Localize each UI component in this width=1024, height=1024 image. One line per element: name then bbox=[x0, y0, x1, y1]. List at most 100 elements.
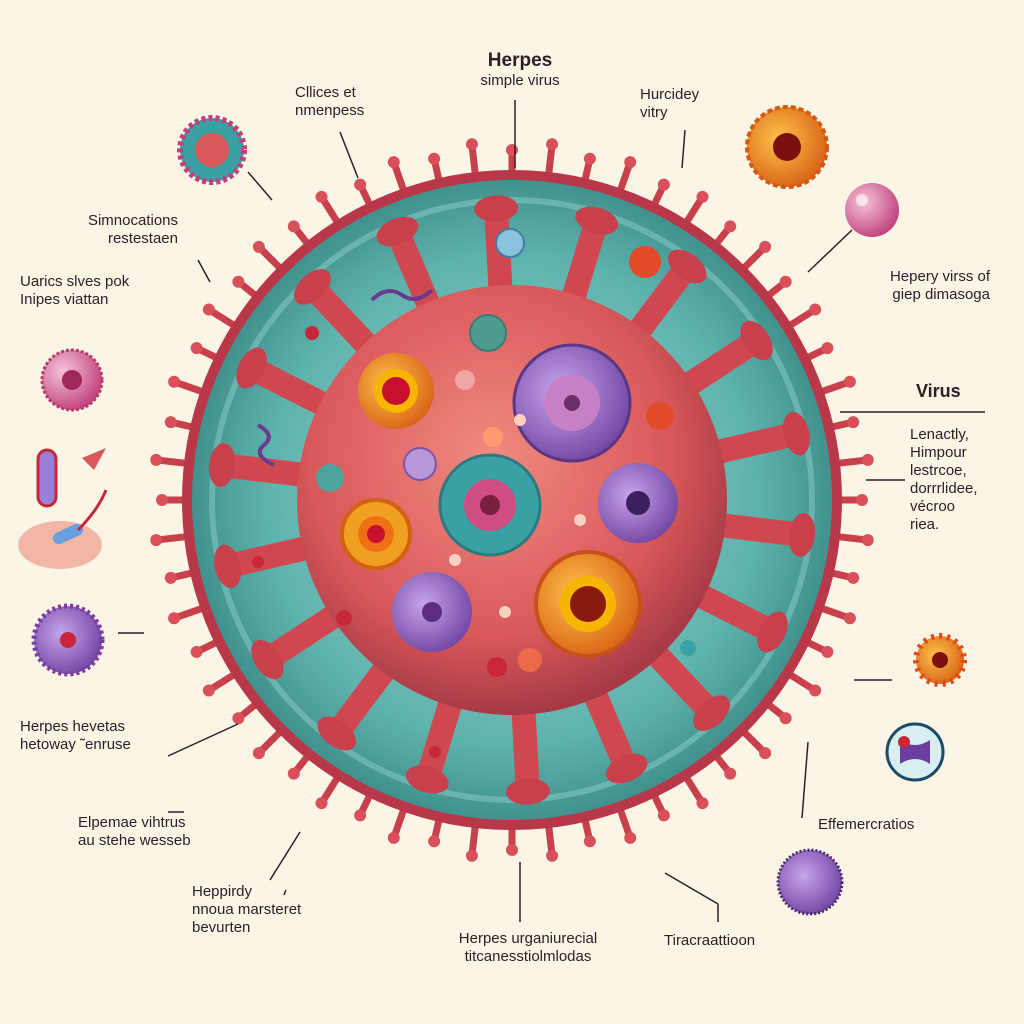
rim-spike-cap bbox=[759, 240, 772, 253]
label-left-1: Simnocations restestaen bbox=[87, 212, 178, 247]
rim-spike-cap bbox=[428, 152, 441, 165]
rim-spike-cap bbox=[465, 849, 478, 862]
capsid-arm-tip bbox=[376, 216, 419, 247]
rim-spike-cap bbox=[190, 342, 203, 355]
rim-spike-cap bbox=[624, 831, 637, 844]
pink-cell-icon bbox=[40, 348, 104, 412]
rim-spike-cap bbox=[315, 797, 328, 810]
rim-spike-cap bbox=[164, 416, 177, 429]
rim-spike-cap bbox=[856, 494, 868, 506]
capsid-arm-tip bbox=[667, 249, 707, 284]
envelope-inclusions bbox=[252, 228, 696, 758]
rim-spike-cap bbox=[779, 275, 792, 288]
rim-spike-cap bbox=[252, 747, 265, 760]
rim-spike-cap bbox=[168, 375, 181, 388]
rim-spike-cap bbox=[315, 190, 328, 203]
rim-spike-cap bbox=[809, 684, 822, 697]
capsid-arm-tip bbox=[505, 778, 550, 805]
capsid-arm-tip bbox=[405, 765, 449, 794]
pathogen-icon bbox=[913, 633, 967, 687]
label-right-list: Lenactly, Himpour lestrcoe, dorrrlidee, … bbox=[910, 426, 978, 533]
capsid-arm-tip bbox=[294, 269, 331, 305]
rim-spike-cap bbox=[546, 849, 559, 862]
capsid-arm-tip bbox=[782, 412, 810, 456]
label-virus: Virus bbox=[916, 381, 961, 401]
rim-spike-cap bbox=[465, 138, 478, 151]
rim-spike-cap bbox=[624, 156, 637, 169]
label-left-4: Elpemae vihtrus au stehe wesseb bbox=[78, 814, 191, 849]
rim-spike-cap bbox=[150, 453, 163, 466]
rim-spike-cap bbox=[843, 375, 856, 388]
rim-spike-cap bbox=[354, 178, 367, 191]
rim-spike-cap bbox=[843, 612, 856, 625]
rim-spike-cap bbox=[861, 534, 874, 547]
rim-spike-cap bbox=[190, 645, 203, 658]
capsid-arm-tip bbox=[740, 320, 773, 361]
envelope-spikes bbox=[150, 138, 874, 862]
rim-spike-cap bbox=[583, 835, 596, 848]
rim-spike-cap bbox=[696, 797, 709, 810]
rim-spike-cap bbox=[232, 712, 245, 725]
rim-spike-cap bbox=[809, 303, 822, 316]
label-left-3: Herpes hevetas hetoway ˜enruse bbox=[20, 718, 131, 753]
rim-spike-cap bbox=[156, 494, 168, 506]
rim-spike-cap bbox=[428, 835, 441, 848]
rim-spike-cap bbox=[724, 767, 737, 780]
rim-spike-cap bbox=[847, 416, 860, 429]
rim-spike-cap bbox=[232, 275, 245, 288]
rim-spike-cap bbox=[287, 767, 300, 780]
capsule-icon bbox=[18, 448, 108, 569]
sphere-icon bbox=[845, 183, 899, 237]
capsid-arm-tip bbox=[474, 195, 519, 222]
virus-particle-icon bbox=[177, 115, 247, 185]
small-purple-icon bbox=[776, 848, 844, 916]
rim-spike-cap bbox=[387, 156, 400, 169]
diagram-title: Herpes simple virus bbox=[480, 50, 560, 89]
capsid-arm-tip bbox=[693, 695, 730, 731]
capsid-arm-tip bbox=[317, 716, 357, 751]
label-right-2: Effemercratios bbox=[818, 816, 915, 833]
rim-spike-cap bbox=[546, 138, 559, 151]
rim-spike-cap bbox=[506, 144, 518, 156]
capsid-arm-tip bbox=[214, 544, 242, 588]
label-top-right: Hurcidey vitry bbox=[640, 86, 700, 121]
orange-virus-icon bbox=[745, 105, 829, 189]
rim-spike-cap bbox=[583, 152, 596, 165]
rim-spike-cap bbox=[847, 571, 860, 584]
leader-lines bbox=[118, 100, 985, 922]
rim-spike-cap bbox=[168, 612, 181, 625]
label-bottom-left: Heppirdy nnoua marsteret bevurten bbox=[192, 883, 302, 936]
split-cell-icon bbox=[885, 722, 945, 782]
purple-virus-icon bbox=[31, 603, 105, 677]
rim-spike-cap bbox=[696, 190, 709, 203]
rim-spike-cap bbox=[821, 342, 834, 355]
rim-spike-cap bbox=[164, 571, 177, 584]
capsid-arm-tip bbox=[236, 347, 267, 389]
capsid-arm-tip bbox=[208, 443, 236, 487]
rim-spike-cap bbox=[759, 747, 772, 760]
rim-spike-cap bbox=[150, 534, 163, 547]
label-right-1: Hepery virss of giep dimasoga bbox=[889, 268, 990, 303]
rim-spike-cap bbox=[821, 645, 834, 658]
label-top-left: Cllices et nmenpess bbox=[295, 84, 365, 119]
label-left-2: Uarics slves pok Inipes viattan bbox=[20, 273, 130, 308]
rim-spike-cap bbox=[779, 712, 792, 725]
capsid-arm-tip bbox=[575, 206, 619, 235]
rim-spike-cap bbox=[724, 220, 737, 233]
rim-spike-cap bbox=[657, 809, 670, 822]
capsid-arm-tip bbox=[788, 513, 816, 557]
capsid-arm-tip bbox=[251, 639, 284, 680]
rim-spike-cap bbox=[506, 844, 518, 856]
rim-spike-cap bbox=[861, 453, 874, 466]
capsid-arm-tip bbox=[605, 753, 648, 784]
rim-spike-cap bbox=[252, 240, 265, 253]
capsid-arm-tip bbox=[757, 611, 788, 653]
rim-spike-cap bbox=[657, 178, 670, 191]
capsid-organelles bbox=[316, 314, 678, 677]
rim-spike-cap bbox=[387, 831, 400, 844]
label-bottom-center: Herpes urganiurecial titcanesstiolmlodas bbox=[458, 930, 598, 965]
rim-spike-cap bbox=[287, 220, 300, 233]
rim-spike-cap bbox=[354, 809, 367, 822]
label-bottom-right: Tiracraattioon bbox=[664, 932, 756, 949]
